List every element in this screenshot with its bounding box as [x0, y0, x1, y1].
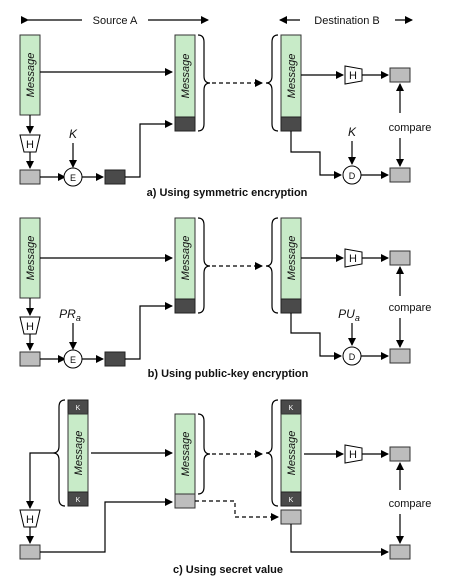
brace-right [197, 34, 211, 132]
transmitted-mac-block [174, 116, 196, 132]
panel-caption: b) Using public-key encryption [148, 368, 309, 380]
panel-a: Message H K E Message Message H K [19, 34, 432, 199]
hash-function-icon [344, 248, 363, 268]
hash-label: H [26, 514, 34, 526]
transmitted-hash-block [174, 493, 196, 509]
brace-left [265, 399, 279, 507]
received-hash-flow [290, 524, 389, 556]
message-label: Message [73, 431, 85, 476]
message-label: Message [25, 53, 37, 98]
secret-value-label: K [289, 405, 294, 412]
hash-label: H [26, 139, 34, 151]
message-label: Message [286, 236, 298, 281]
hash-label: H [349, 253, 357, 265]
brace-left [265, 34, 279, 132]
hash-function-icon [344, 444, 363, 464]
received-hash-block [280, 509, 302, 525]
decrypted-hash-block [389, 167, 411, 183]
encrypted-digest-block [104, 351, 126, 367]
private-key-label: PRa [59, 307, 81, 323]
hash-digest-block [19, 351, 41, 367]
brace-right [197, 217, 211, 314]
source-label: Source A [93, 15, 138, 27]
message-label: Message [180, 236, 192, 281]
encrypted-digest-flow [125, 120, 173, 178]
hash-label: H [349, 70, 357, 82]
message-label: Message [25, 236, 37, 281]
compare-label: compare [389, 122, 432, 134]
hash-digest-block [19, 544, 41, 560]
received-signature-block [280, 298, 302, 314]
encrypted-digest-flow [125, 302, 173, 360]
message-label: Message [286, 431, 298, 476]
key-label: K [69, 127, 78, 141]
transmitted-signature-block [174, 298, 196, 314]
brace-left [265, 217, 279, 314]
secret-value-block [280, 491, 302, 507]
message-label: Message [286, 54, 298, 99]
secret-value-label: K [76, 405, 81, 412]
private-key-main: PR [59, 307, 76, 321]
hash-label: H [349, 449, 357, 461]
encrypted-digest-block [104, 169, 126, 185]
destination-label: Destination B [314, 15, 379, 27]
message-label: Message [180, 54, 192, 99]
public-key-sub: a [355, 313, 360, 323]
computed-hash-block [389, 250, 411, 266]
digest-flow [40, 498, 173, 553]
brace-right [197, 413, 211, 495]
panel-caption: a) Using symmetric encryption [147, 187, 308, 199]
header: Source A Destination B [21, 15, 413, 27]
brace-left [52, 399, 66, 507]
secret-value-block [67, 491, 89, 507]
hash-label: H [26, 321, 34, 333]
mac-to-decrypt [290, 131, 342, 179]
compare-label: compare [389, 498, 432, 510]
computed-hash-block [389, 67, 411, 83]
public-key-label: PUa [338, 307, 360, 323]
signature-to-decrypt [290, 313, 342, 360]
panel-c: K Message K H Message K Message K H [19, 399, 432, 576]
message-label: Message [180, 432, 192, 477]
secret-value-label: K [289, 497, 294, 504]
computed-hash-block [389, 446, 411, 462]
hash-function-icon [19, 134, 41, 153]
received-hash-compare-block [389, 544, 411, 560]
compare-label: compare [389, 302, 432, 314]
panel-b: Message H PRa E Message Message H PUa D [19, 217, 432, 380]
secret-value-label: K [76, 497, 81, 504]
received-mac-block [280, 116, 302, 132]
decrypted-hash-block [389, 348, 411, 364]
to-hash-line [26, 452, 53, 509]
decrypt-label: D [349, 352, 356, 362]
encrypt-label: E [70, 173, 76, 183]
decrypt-label: D [349, 171, 356, 181]
encrypt-label: E [70, 355, 76, 365]
private-key-sub: a [76, 313, 81, 323]
hash-transmission-arrow [195, 500, 279, 521]
hash-digest-block [19, 169, 41, 185]
panel-caption: c) Using secret value [173, 564, 283, 576]
public-key-main: PU [338, 307, 355, 321]
hash-function-icon [344, 65, 363, 85]
hash-function-icon [19, 509, 41, 528]
hash-function-icon [19, 316, 41, 335]
key-label: K [348, 125, 357, 139]
